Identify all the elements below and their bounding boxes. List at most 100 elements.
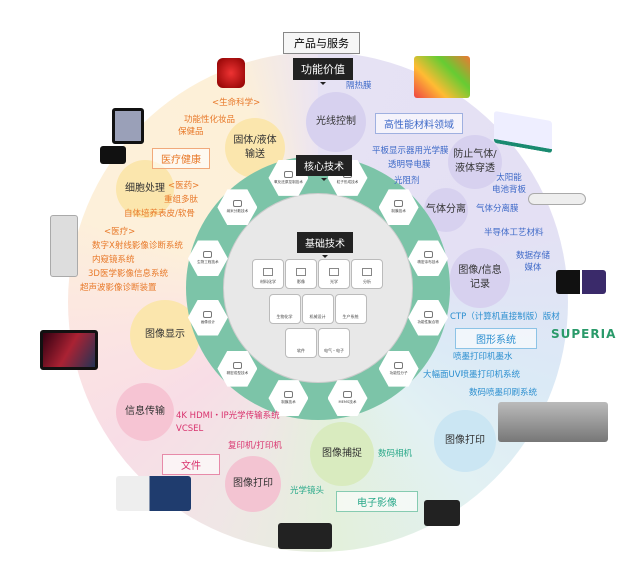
core-tech-label: 制膜技术	[391, 209, 406, 214]
bubble-print-doc: 图像打印	[225, 456, 281, 512]
tech-icon	[296, 268, 306, 276]
tech-icon	[362, 268, 372, 276]
inkjet-press-image	[498, 402, 608, 442]
base-tech-box: 分析	[351, 259, 383, 289]
category-medical: 医疗健康	[152, 148, 210, 169]
core-tech-hex: 生物工程技术	[187, 240, 228, 277]
tech-icon	[394, 200, 404, 208]
text-semiconductor: 半导体工艺材料	[484, 228, 544, 238]
tech-icon	[394, 361, 404, 369]
text-cosmetics: 功能性化妆品	[184, 115, 236, 125]
text-pharma: <医药>	[168, 181, 200, 191]
bubble-capture: 图像捕捉	[310, 422, 374, 486]
core-tech-label: 粒子形成技术	[336, 179, 359, 184]
copier-image	[116, 476, 191, 511]
core-tech-label: 氧化还原控制技术	[274, 179, 303, 184]
bubble-info-trans: 信息传输	[116, 383, 174, 441]
tech-icon	[232, 361, 242, 369]
base-tech-box: 软件	[285, 328, 317, 358]
base-tech-label: 分析	[363, 279, 371, 284]
bubble-print-gfx: 图像打印	[434, 410, 496, 472]
tech-icon	[423, 310, 433, 318]
base-tech-box: 机械设计	[301, 294, 334, 324]
core-tech-label: 生物工程技术	[197, 260, 219, 265]
base-tech-box: 材料化学	[252, 259, 284, 289]
base-tech-box: 生产系统	[334, 294, 367, 324]
base-tech-label: 机械设计	[309, 314, 326, 319]
superia-logo: SUPERIA	[551, 327, 617, 341]
core-tech-label: 画像设计	[200, 319, 216, 324]
text-conductive-film: 透明导电膜	[388, 160, 431, 170]
tech-icon	[329, 268, 339, 276]
tech-icon	[283, 170, 293, 178]
bubble-light-control: 光线控制	[306, 92, 366, 152]
category-materials: 高性能材料领域	[375, 113, 463, 134]
tech-icon	[263, 268, 273, 276]
core-tech-label: 功能性分子	[389, 370, 408, 375]
text-fpd-film: 平板显示器用光学膜	[372, 146, 449, 156]
text-health: 保健品	[178, 127, 204, 137]
text-xray: 数字X射线影像诊断系统	[92, 241, 183, 251]
text-3d-imaging: 3D医学影像信息系统	[88, 269, 168, 279]
tech-icon	[283, 391, 293, 399]
text-tissue: 自体培养表皮/软骨	[124, 209, 195, 219]
text-resist: 光阻剂	[394, 176, 420, 186]
tech-icon	[203, 310, 213, 318]
text-medical: <医疗>	[104, 227, 136, 237]
category-imaging: 电子影像	[336, 491, 418, 512]
text-solar: 太阳能 电池背板	[492, 173, 527, 196]
base-tech-label: 电气・电子	[324, 348, 344, 353]
membrane-module-image	[528, 193, 586, 205]
text-digital-print: 数码喷墨印刷系统	[469, 388, 538, 398]
core-tech-label: MEMS技术	[338, 400, 357, 405]
broadcast-lens-image	[278, 523, 332, 549]
text-storage: 数据存储 媒体	[516, 251, 551, 274]
core-tech-label: 制膜技术	[281, 400, 296, 405]
bubble-gas-barrier: 防止气体/ 液体穿透	[448, 135, 502, 189]
core-tech-hex: 画像设计	[187, 299, 228, 336]
text-drug: 重组多肽	[164, 195, 199, 205]
text-heat-film: 隔热膜	[346, 81, 372, 91]
cell-culture-image	[112, 108, 144, 144]
category-graphics: 图形系统	[455, 328, 537, 349]
bubble-cell: 细胞处理	[116, 160, 174, 218]
endoscope-image	[50, 215, 78, 277]
camera-image	[424, 500, 460, 526]
text-gas-membrane: 气体分离膜	[476, 204, 519, 214]
base-tech-label: 光学	[330, 279, 338, 284]
storage-media-image	[556, 270, 606, 294]
category-document: 文件	[162, 454, 220, 475]
photo-fruits-image	[414, 56, 470, 98]
base-tech-label: 材料化学	[260, 279, 276, 284]
text-ctp: CTP（计算机直接制版）版材	[450, 312, 560, 322]
core-tech-hex: 精密成型技术	[217, 350, 258, 387]
base-tech-label: 生产系统	[342, 314, 359, 319]
base-tech-label: 软件	[297, 348, 305, 353]
text-lens: 光学镜头	[290, 486, 325, 496]
text-uv-printer: 大幅面UV喷墨打印机系统	[423, 370, 521, 380]
core-tech-label: 精密涂布技术	[417, 260, 439, 265]
core-tech-label: 精密成型技术	[226, 370, 249, 375]
text-ultrasound: 超声波影像诊断装置	[80, 283, 157, 293]
base-tech-label: 基础技术	[297, 232, 353, 258]
text-life-science: <生命科学>	[212, 98, 261, 108]
cell-dish-image	[100, 146, 126, 164]
monitor-image	[40, 330, 98, 370]
text-vcsel: VCSEL	[176, 424, 204, 434]
tech-icon	[232, 200, 242, 208]
text-hdmi: 4K HDMI・IP光学传输系统	[176, 411, 280, 421]
base-tech-box: 光学	[318, 259, 350, 289]
function-value-label: 功能价值	[293, 58, 353, 85]
text-endoscope: 内窥镜系统	[92, 255, 135, 265]
bubble-image-record: 图像/信息 记录	[450, 248, 510, 308]
base-tech-box: 电气・电子	[318, 328, 350, 358]
core-tech-label: 纳米分散技术	[226, 209, 249, 214]
base-tech-box: 影像	[285, 259, 317, 289]
products-label: 产品与服务	[283, 32, 360, 54]
tech-icon	[203, 251, 213, 259]
base-tech-box: 生物化学	[268, 294, 301, 324]
text-ink: 喷墨打印机墨水	[453, 352, 513, 362]
core-tech-label: 核心技术	[296, 155, 352, 181]
core-tech-label: 功能性聚合物	[417, 319, 439, 324]
text-copier: 复印机/打印机	[228, 441, 282, 451]
